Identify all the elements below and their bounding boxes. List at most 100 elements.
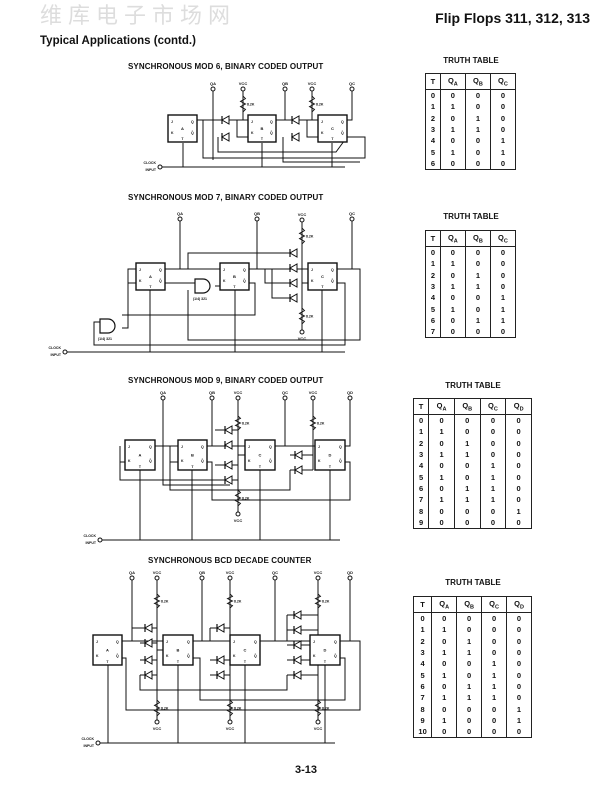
terminal-label: VCC [234, 390, 243, 395]
pin-label: T [259, 465, 262, 469]
diode-icon [288, 293, 298, 303]
table-cell: 0 [481, 725, 508, 738]
table-cell: 7 [425, 326, 441, 338]
wire [345, 400, 351, 447]
pin-label: K [128, 459, 131, 463]
resistor-icon [153, 699, 161, 717]
table-cell: 1 [439, 258, 466, 270]
terminal-icon [154, 719, 160, 725]
pin-label: Q̄ [243, 279, 246, 283]
table-cell: 0 [506, 635, 532, 647]
table-cell: 1 [453, 482, 481, 495]
flip-flop [162, 634, 194, 666]
terminal-label: QB [254, 211, 260, 216]
table-cell: 1 [489, 135, 517, 147]
table-cell: 0 [453, 414, 481, 427]
pin-label: K [171, 131, 174, 135]
table-cell: 0 [505, 437, 532, 449]
and-gate-icon [194, 278, 211, 294]
flip-flop [124, 439, 156, 471]
terminal-label: VCC [153, 726, 162, 731]
table-cell: 0 [428, 460, 455, 472]
flip-flop-label: C [259, 453, 262, 458]
resistor-value: 8.2K [322, 600, 330, 604]
pin-label: Q̄ [149, 459, 152, 463]
flip-flop [92, 634, 123, 666]
table-cell: 0 [412, 414, 430, 427]
table-cell: 1 [439, 280, 466, 293]
pin-label: Q̄ [334, 654, 337, 658]
terminal-label: QA [129, 570, 135, 575]
column-header: QA [439, 230, 466, 247]
terminal-label: VCC [298, 212, 307, 217]
pin-label: K [248, 459, 251, 463]
table-cell: 0 [481, 635, 508, 647]
table-cell: 3 [425, 123, 441, 136]
table-cell: 0 [456, 612, 483, 625]
pin-label: Q̄ [331, 279, 334, 283]
resistor-value: 8.2K [316, 103, 324, 107]
terminal-label: VCC [239, 81, 248, 86]
terminal-icon [97, 537, 103, 543]
pin-label: J [223, 268, 225, 272]
table-cell: 1 [431, 714, 458, 726]
column-header: QB [456, 596, 483, 613]
pin-label: J [318, 445, 320, 449]
table-cell: 1 [431, 624, 458, 636]
terminal-icon [254, 216, 260, 222]
wire [282, 137, 360, 163]
table-cell: 1 [425, 101, 441, 113]
flip-flop [314, 439, 346, 471]
pin-label: Q [243, 268, 246, 272]
terminal-label: QC [349, 211, 355, 216]
table-cell: 0 [505, 426, 532, 438]
table-cell: 1 [481, 669, 508, 681]
pin-label: Q [331, 268, 334, 272]
resistor-icon [309, 415, 317, 431]
table-cell: 0 [489, 246, 517, 259]
table-cell: 0 [456, 658, 483, 670]
terminal-label: QA [210, 81, 216, 86]
flip-flop [244, 439, 276, 471]
pin-label: J [321, 120, 323, 124]
pin-label: T [177, 660, 180, 664]
terminal-icon [282, 86, 288, 92]
table-cell: 0 [464, 135, 491, 147]
table-cell: 6 [412, 680, 433, 693]
pin-label: Q [201, 445, 204, 449]
terminal-icon [347, 575, 353, 581]
resistor-value: 8.2K [242, 422, 250, 426]
circuit-title-mod9: SYNCHRONOUS MOD 9, BINARY CODED OUTPUT [128, 376, 324, 385]
pin-label: T [244, 660, 247, 664]
page-header-title: Flip Flops 311, 312, 313 [435, 10, 590, 26]
table-cell: 6 [425, 157, 441, 170]
resistor-icon [234, 489, 242, 507]
table-cell: 0 [506, 669, 532, 681]
resistor-value: 8.2K [322, 707, 330, 711]
clock-label: CLOCK [49, 346, 62, 350]
wire [187, 268, 361, 341]
resistor-value: 8.2K [306, 315, 314, 319]
table-cell: 1 [489, 292, 517, 304]
table-cell: 6 [425, 314, 441, 327]
pin-label: J [128, 445, 130, 449]
column-header: QB [453, 398, 481, 415]
pin-label: J [233, 640, 235, 644]
column-header: QC [479, 398, 507, 415]
table-cell: 1 [489, 146, 517, 158]
column-header: T [425, 73, 441, 90]
table-cell: 0 [506, 646, 532, 659]
table-cell: 0 [479, 426, 507, 438]
table-cell: 0 [431, 612, 458, 625]
terminal-icon [235, 511, 241, 517]
table-cell: 2 [425, 269, 441, 281]
flip-flop-label: B [177, 648, 180, 653]
resistor-value: 8.2K [161, 707, 169, 711]
flip-flop-label: B [191, 453, 194, 458]
